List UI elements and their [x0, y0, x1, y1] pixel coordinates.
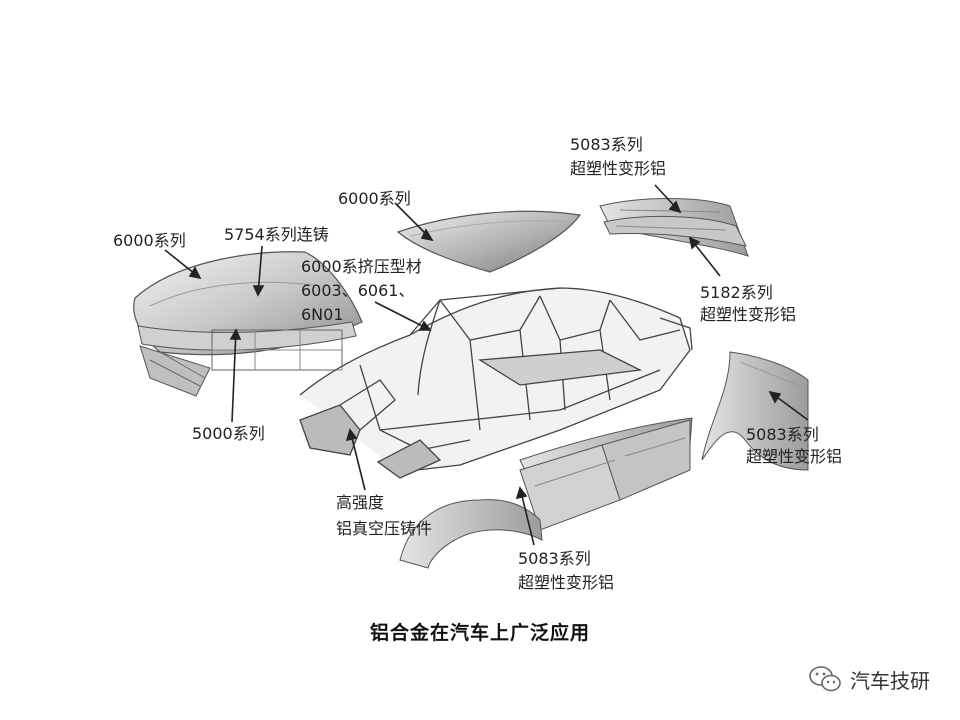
label-casting-line1: 高强度: [336, 493, 385, 512]
label-casting-line2: 铝真空压铸件: [336, 519, 433, 538]
front-fender-panel: [399, 499, 543, 569]
label-trunk-5083-line2: 超塑性变形铝: [570, 159, 667, 178]
label-trunk-5083-line1: 5083系列: [570, 135, 643, 154]
label-fender-5083-line2: 超塑性变形铝: [746, 447, 843, 466]
roof-panel: [396, 210, 582, 273]
label-frame-line2: 6003、6061、: [301, 281, 415, 300]
label-door-5083-line1: 5083系列: [518, 549, 591, 568]
watermark-text: 汽车技研: [850, 668, 930, 693]
trunk-lid-panels: [599, 198, 749, 257]
hood-panel: [133, 251, 363, 397]
label-hood-6000: 6000系列: [113, 231, 186, 250]
label-hood-5754: 5754系列连铸: [224, 225, 329, 244]
rear-fender-panel: [701, 351, 809, 471]
label-hood-5000: 5000系列: [192, 424, 265, 443]
side-door-panels: [519, 417, 693, 531]
label-frame-line1: 6000系挤压型材: [301, 257, 422, 276]
label-trunk-5182-line2: 超塑性变形铝: [700, 305, 797, 324]
figure-caption: 铝合金在汽车上广泛应用: [369, 622, 590, 644]
body-frame: [299, 287, 693, 479]
watermark: 汽车技研: [808, 664, 930, 694]
label-roof-6000: 6000系列: [338, 189, 411, 208]
label-trunk-5182-line1: 5182系列: [700, 283, 773, 302]
label-fender-5083-line1: 5083系列: [746, 425, 819, 444]
label-door-5083-line2: 超塑性变形铝: [518, 573, 615, 592]
leader-lines: [164, 184, 809, 546]
label-frame-line3: 6N01: [301, 305, 344, 324]
wechat-icon: [809, 666, 841, 692]
